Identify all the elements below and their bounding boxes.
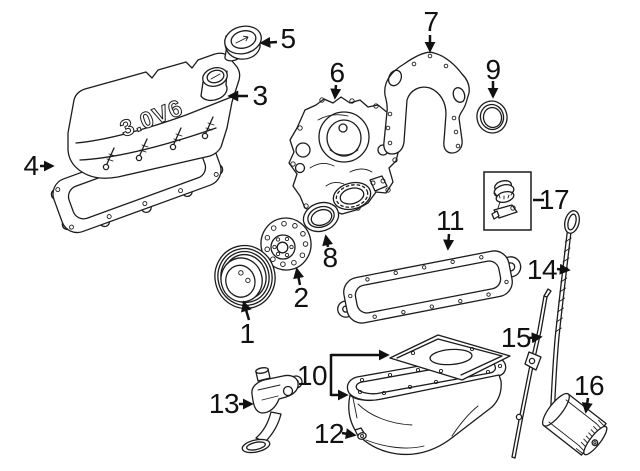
callout-11-oil-pan-gasket: 11	[435, 205, 465, 236]
callout-4-valve-cover-gasket: 4	[23, 150, 39, 181]
part-oil-pump	[241, 367, 303, 454]
callout-8-front-crank-seal: 8	[322, 242, 338, 273]
callout-17-sensor: 17	[538, 184, 570, 215]
part-oil-pan	[346, 334, 511, 456]
part-vibration-damper	[260, 217, 312, 271]
part-valve-cover: 3.0V6	[67, 52, 241, 179]
callout-13-oil-pump: 13	[208, 388, 240, 419]
callout-15-dipstick-tube: 15	[500, 322, 532, 353]
callout-arrows	[40, 35, 593, 440]
callout-2-vibration-damper: 2	[293, 282, 309, 313]
callout-6-timing-cover: 6	[329, 57, 345, 88]
part-crankshaft-pulley	[214, 244, 276, 310]
part-oil-filter	[541, 392, 608, 456]
part-oil-pan-gasket	[337, 250, 522, 324]
callout-10-oil-pan: 10	[296, 360, 328, 391]
part-dipstick-tube	[511, 288, 552, 459]
callout-1-crankshaft-pulley: 1	[239, 318, 255, 349]
callout-5-oil-filler-cap: 5	[280, 23, 296, 54]
callout-7-timing-cover-gasket: 7	[423, 6, 439, 37]
part-oil-filler-cap	[224, 25, 262, 62]
part-timing-cover	[288, 96, 400, 215]
callout-12-drain-plug: 12	[313, 418, 345, 449]
part-sensor	[483, 171, 532, 231]
part-drain-plug	[354, 427, 367, 440]
callout-3-valve-cover: 3	[252, 80, 268, 111]
callout-16-oil-filter: 16	[573, 370, 605, 401]
part-seal-9	[476, 100, 508, 134]
callout-9-seal: 9	[485, 54, 501, 85]
callout-14-dipstick: 14	[526, 254, 558, 285]
part-timing-cover-gasket	[383, 51, 470, 155]
part-front-crank-seal	[302, 201, 340, 233]
